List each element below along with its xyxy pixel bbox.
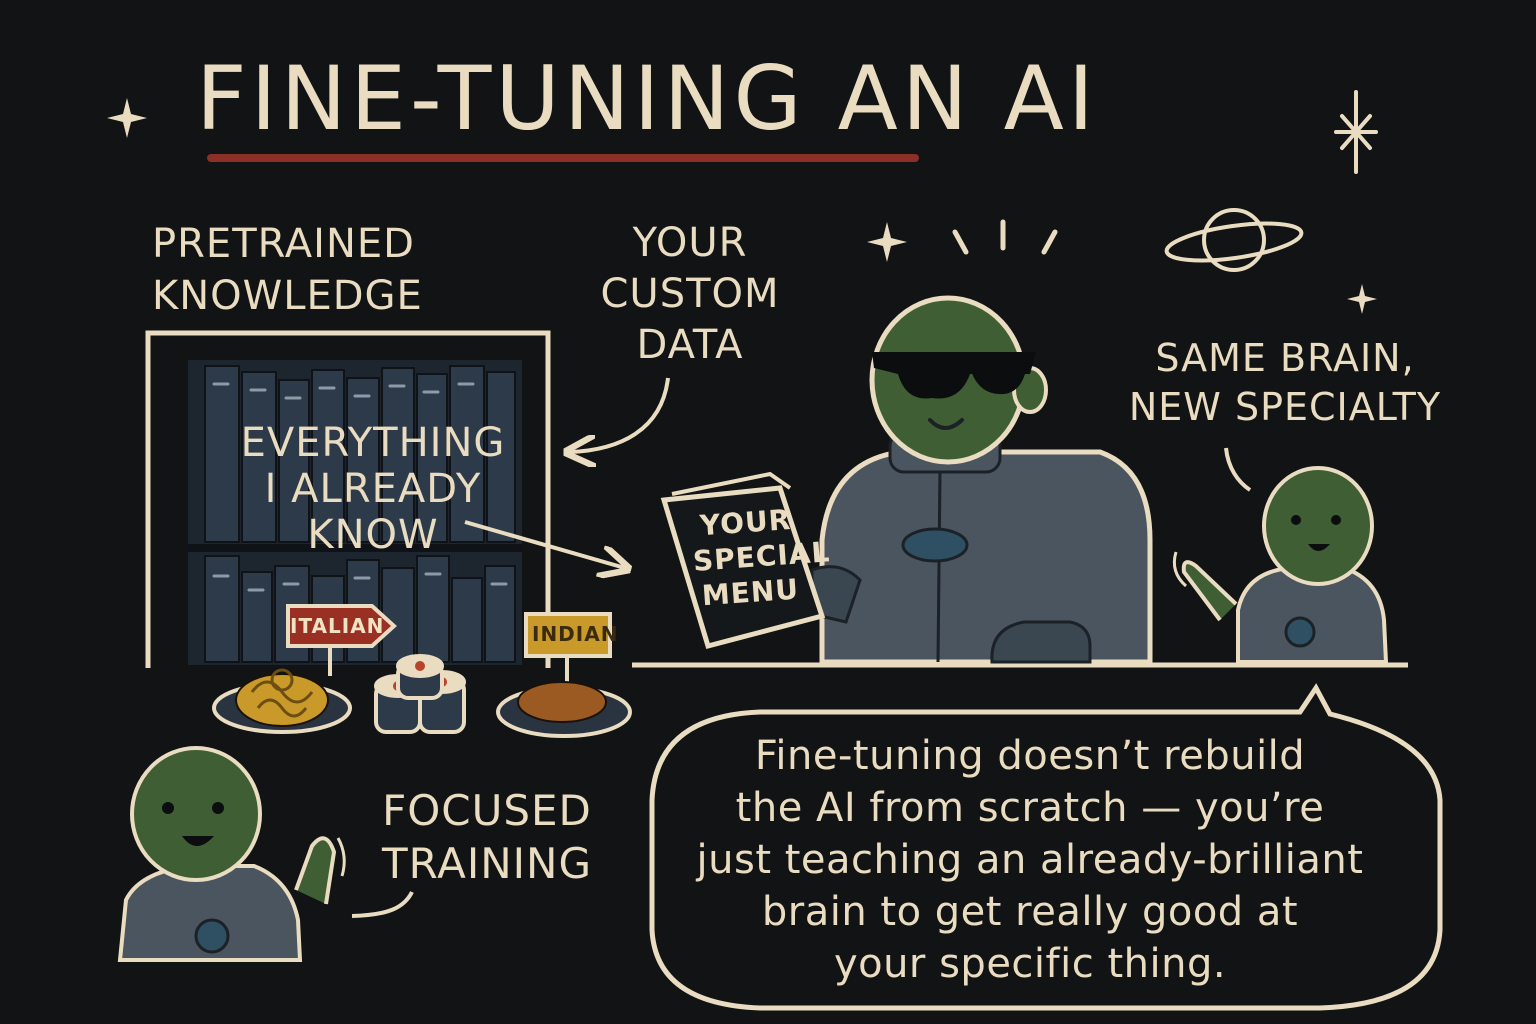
sushi-rolls	[374, 654, 466, 734]
custom-data-label: YOUR CUSTOM DATA	[600, 220, 780, 368]
already-know-label: EVERYTHING I ALREADY KNOW	[240, 420, 506, 558]
small-alien-left	[117, 746, 346, 962]
speech-bubble-text: Fine-tuning doesn’t rebuild the AI from …	[696, 733, 1364, 987]
italian-sign-label: ITALIAN	[290, 614, 385, 638]
straight-arrow-icon	[464, 520, 625, 568]
sparkle-icon	[1347, 284, 1377, 314]
focused-training-label: FOCUSED TRAINING	[381, 786, 593, 888]
same-brain-label: SAME BRAIN, NEW SPECIALTY	[1128, 336, 1442, 430]
italian-sign	[286, 604, 397, 676]
sparkle-icon	[867, 222, 907, 262]
curved-arrow-icon	[570, 377, 670, 452]
big-alien	[810, 295, 1153, 665]
speech-bubble	[649, 683, 1443, 1011]
page-title: FINE-TUNING AN AI	[196, 47, 1098, 150]
small-alien-right	[1172, 466, 1389, 664]
sunglasses-icon	[872, 352, 1036, 399]
pointer-tick	[351, 891, 414, 918]
pasta-plate	[212, 668, 352, 734]
title-underline	[207, 154, 919, 162]
indian-sign-label: INDIAN	[532, 622, 619, 646]
sparkle-icon	[1334, 90, 1378, 174]
idea-rays	[952, 219, 1058, 255]
special-menu-label: YOUR SPECIAL MENU	[691, 502, 832, 613]
special-menu-book	[660, 471, 826, 650]
sparkle-icon	[107, 98, 147, 138]
curry-plate	[496, 612, 632, 738]
planet-icon	[1164, 208, 1304, 272]
pretrained-knowledge-label: PRETRAINED KNOWLEDGE	[152, 221, 423, 319]
pointer-tick	[1224, 447, 1252, 492]
